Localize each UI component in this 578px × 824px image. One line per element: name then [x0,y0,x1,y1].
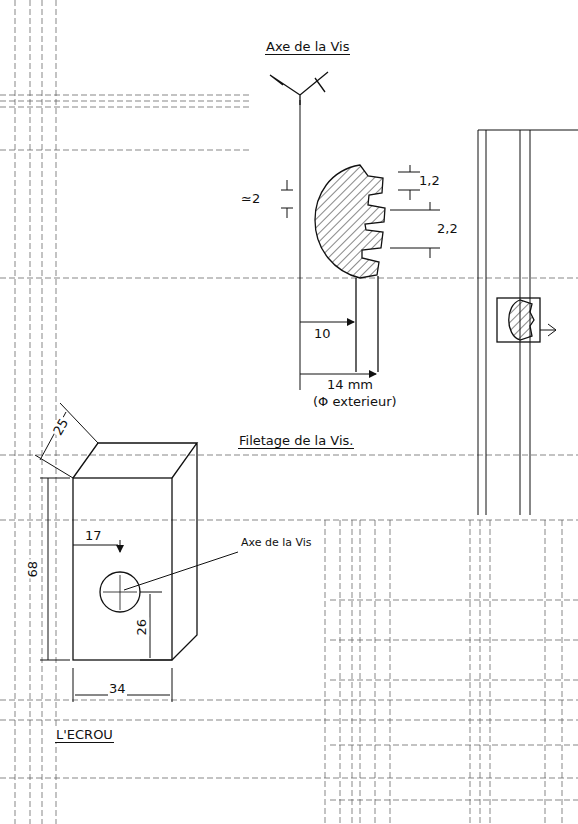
grid-line [42,0,43,824]
thread-section [509,300,534,340]
dim-68 [40,478,70,660]
screw-side-view [478,130,578,515]
nut-section [497,298,540,342]
grid-line [0,278,578,279]
grid-line [0,150,250,151]
thread-profile [315,165,385,278]
grid-line [480,520,481,824]
dimension-label: ≃2 [240,192,261,206]
nut-body [73,443,197,660]
screw-axis [300,100,301,390]
grid-line [0,455,578,456]
dim-2-2 [390,202,440,258]
dimension-label: 34 [108,682,127,696]
grid-line [375,520,376,824]
dimension-label: 26 [135,618,149,637]
shank-line [355,278,356,372]
dimension-label: 17 [84,529,103,543]
dimension-label: 1,2 [418,174,441,188]
dimension-label: Axe de la Vis [240,537,313,549]
dim-34 [73,668,172,702]
axis-leader [124,552,238,590]
title-label: Axe de la Vis [265,40,350,55]
dim-14 [300,374,376,375]
grid-line [470,520,471,824]
grid-line [330,600,578,601]
shank-line [377,276,378,372]
nut-front [73,478,172,660]
projection-symbol [270,72,328,105]
dimension-label: (Φ exterieur) [312,395,398,409]
dimension-label: 14 mm [326,378,374,392]
view-arrow [540,324,556,336]
screw-hole [100,572,140,612]
grid-line [562,520,563,824]
grid-line [490,520,491,824]
grid-line [56,0,57,824]
dim-25 [35,403,98,478]
dimension-label: 10 [313,327,332,341]
grid-line [325,520,326,824]
title-label: L'ECROU [55,728,114,743]
grid-line [0,95,250,96]
dim-1-2 [398,165,420,200]
grid-line [0,778,578,779]
dimension-label: 68 [26,560,40,579]
grid-line [0,720,578,721]
dimension-label: 2,2 [436,222,459,236]
grid-line [545,520,546,824]
grid-line [30,0,31,824]
grid-line [330,800,578,801]
grid-line [352,520,353,824]
grid-line [0,520,578,521]
grid-line [330,680,578,681]
dim-2 [281,180,293,218]
grid-line [360,520,361,824]
hole-center [103,575,137,610]
grid-line [0,107,250,108]
grid-line [330,640,578,641]
grid-line [0,700,578,701]
grid-line [0,101,250,102]
grid-line [340,520,341,824]
dim-10 [300,322,354,323]
title-label: Filetage de la Vis. [238,434,354,449]
grid-line [330,745,578,746]
grid-line [390,520,391,824]
grid-line [15,0,16,824]
